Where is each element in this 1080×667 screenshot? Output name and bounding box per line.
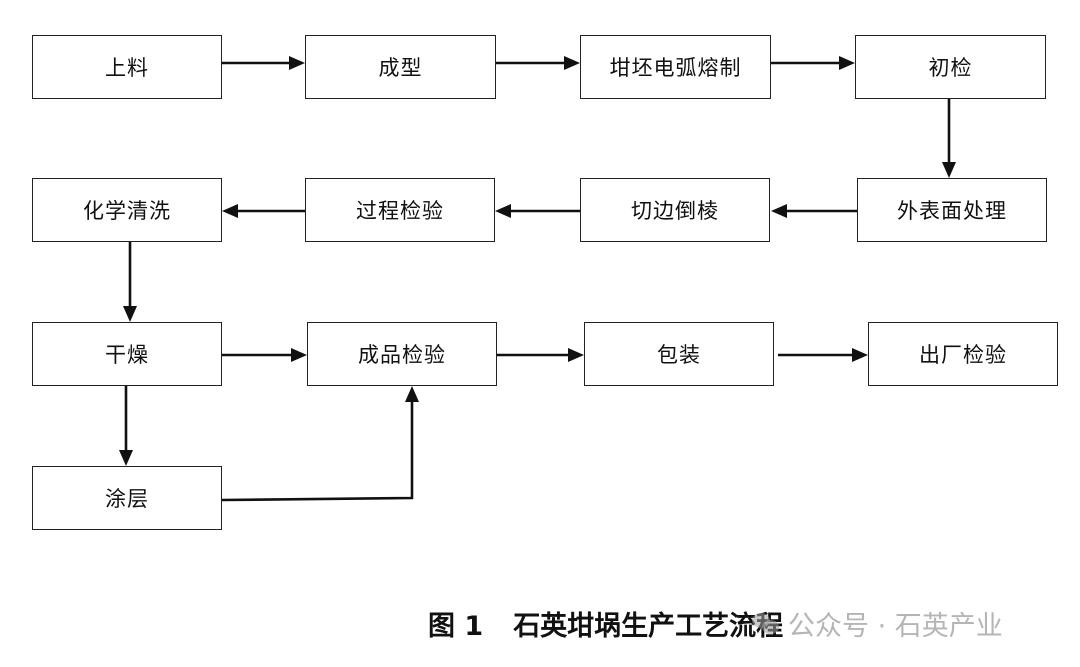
arrowhead (123, 306, 137, 322)
arrowhead (405, 386, 419, 402)
node-label: 出厂检验 (919, 343, 1007, 367)
arrowhead (839, 56, 855, 70)
node-factory-inspection: 出厂检验 (868, 322, 1058, 386)
node-label: 初检 (928, 56, 973, 80)
node-packaging: 包装 (584, 322, 774, 386)
node-finished-inspection: 成品检验 (307, 322, 497, 386)
watermark-text: 公众号 · 石英产业 (788, 611, 1003, 642)
node-label: 坩坯电弧熔制 (609, 56, 742, 80)
node-surface-treatment: 外表面处理 (857, 178, 1047, 242)
arrowhead (771, 204, 787, 218)
figure-caption: 图 1 石英坩埚生产工艺流程 (428, 604, 783, 643)
arrowhead (119, 450, 133, 466)
node-arc-melting: 坩坯电弧熔制 (580, 35, 771, 99)
node-coating: 涂层 (32, 466, 222, 530)
node-drying: 干燥 (32, 322, 222, 386)
node-chemical-cleaning: 化学清洗 (32, 178, 222, 242)
node-label: 干燥 (105, 343, 149, 367)
node-initial-inspection: 初检 (855, 35, 1046, 99)
watermark: 公众号 · 石英产业 (752, 604, 1003, 643)
arrowhead (291, 348, 307, 362)
node-feed: 上料 (32, 35, 222, 99)
node-edge-chamfer: 切边倒棱 (580, 178, 770, 242)
arrowhead (852, 348, 868, 362)
figure-number: 图 1 (428, 611, 484, 642)
arrow-coating-to-finished-inspection (221, 401, 414, 502)
arrowhead (289, 56, 305, 70)
node-forming: 成型 (305, 35, 496, 99)
arrowhead (942, 162, 956, 178)
arrowhead (564, 56, 580, 70)
node-label: 包装 (657, 343, 701, 367)
arrowhead (222, 204, 238, 218)
node-label: 切边倒棱 (631, 199, 719, 223)
arrowhead (495, 204, 511, 218)
node-label: 过程检验 (356, 199, 444, 223)
node-label: 成品检验 (358, 343, 446, 367)
node-label: 外表面处理 (897, 199, 1007, 223)
wechat-icon (752, 611, 782, 637)
node-label: 上料 (105, 56, 149, 80)
node-process-inspection: 过程检验 (305, 178, 495, 242)
node-label: 成型 (378, 56, 423, 80)
node-label: 化学清洗 (83, 199, 171, 223)
node-label: 涂层 (105, 487, 149, 511)
arrowhead (568, 348, 584, 362)
figure-title: 石英坩埚生产工艺流程 (513, 611, 784, 642)
